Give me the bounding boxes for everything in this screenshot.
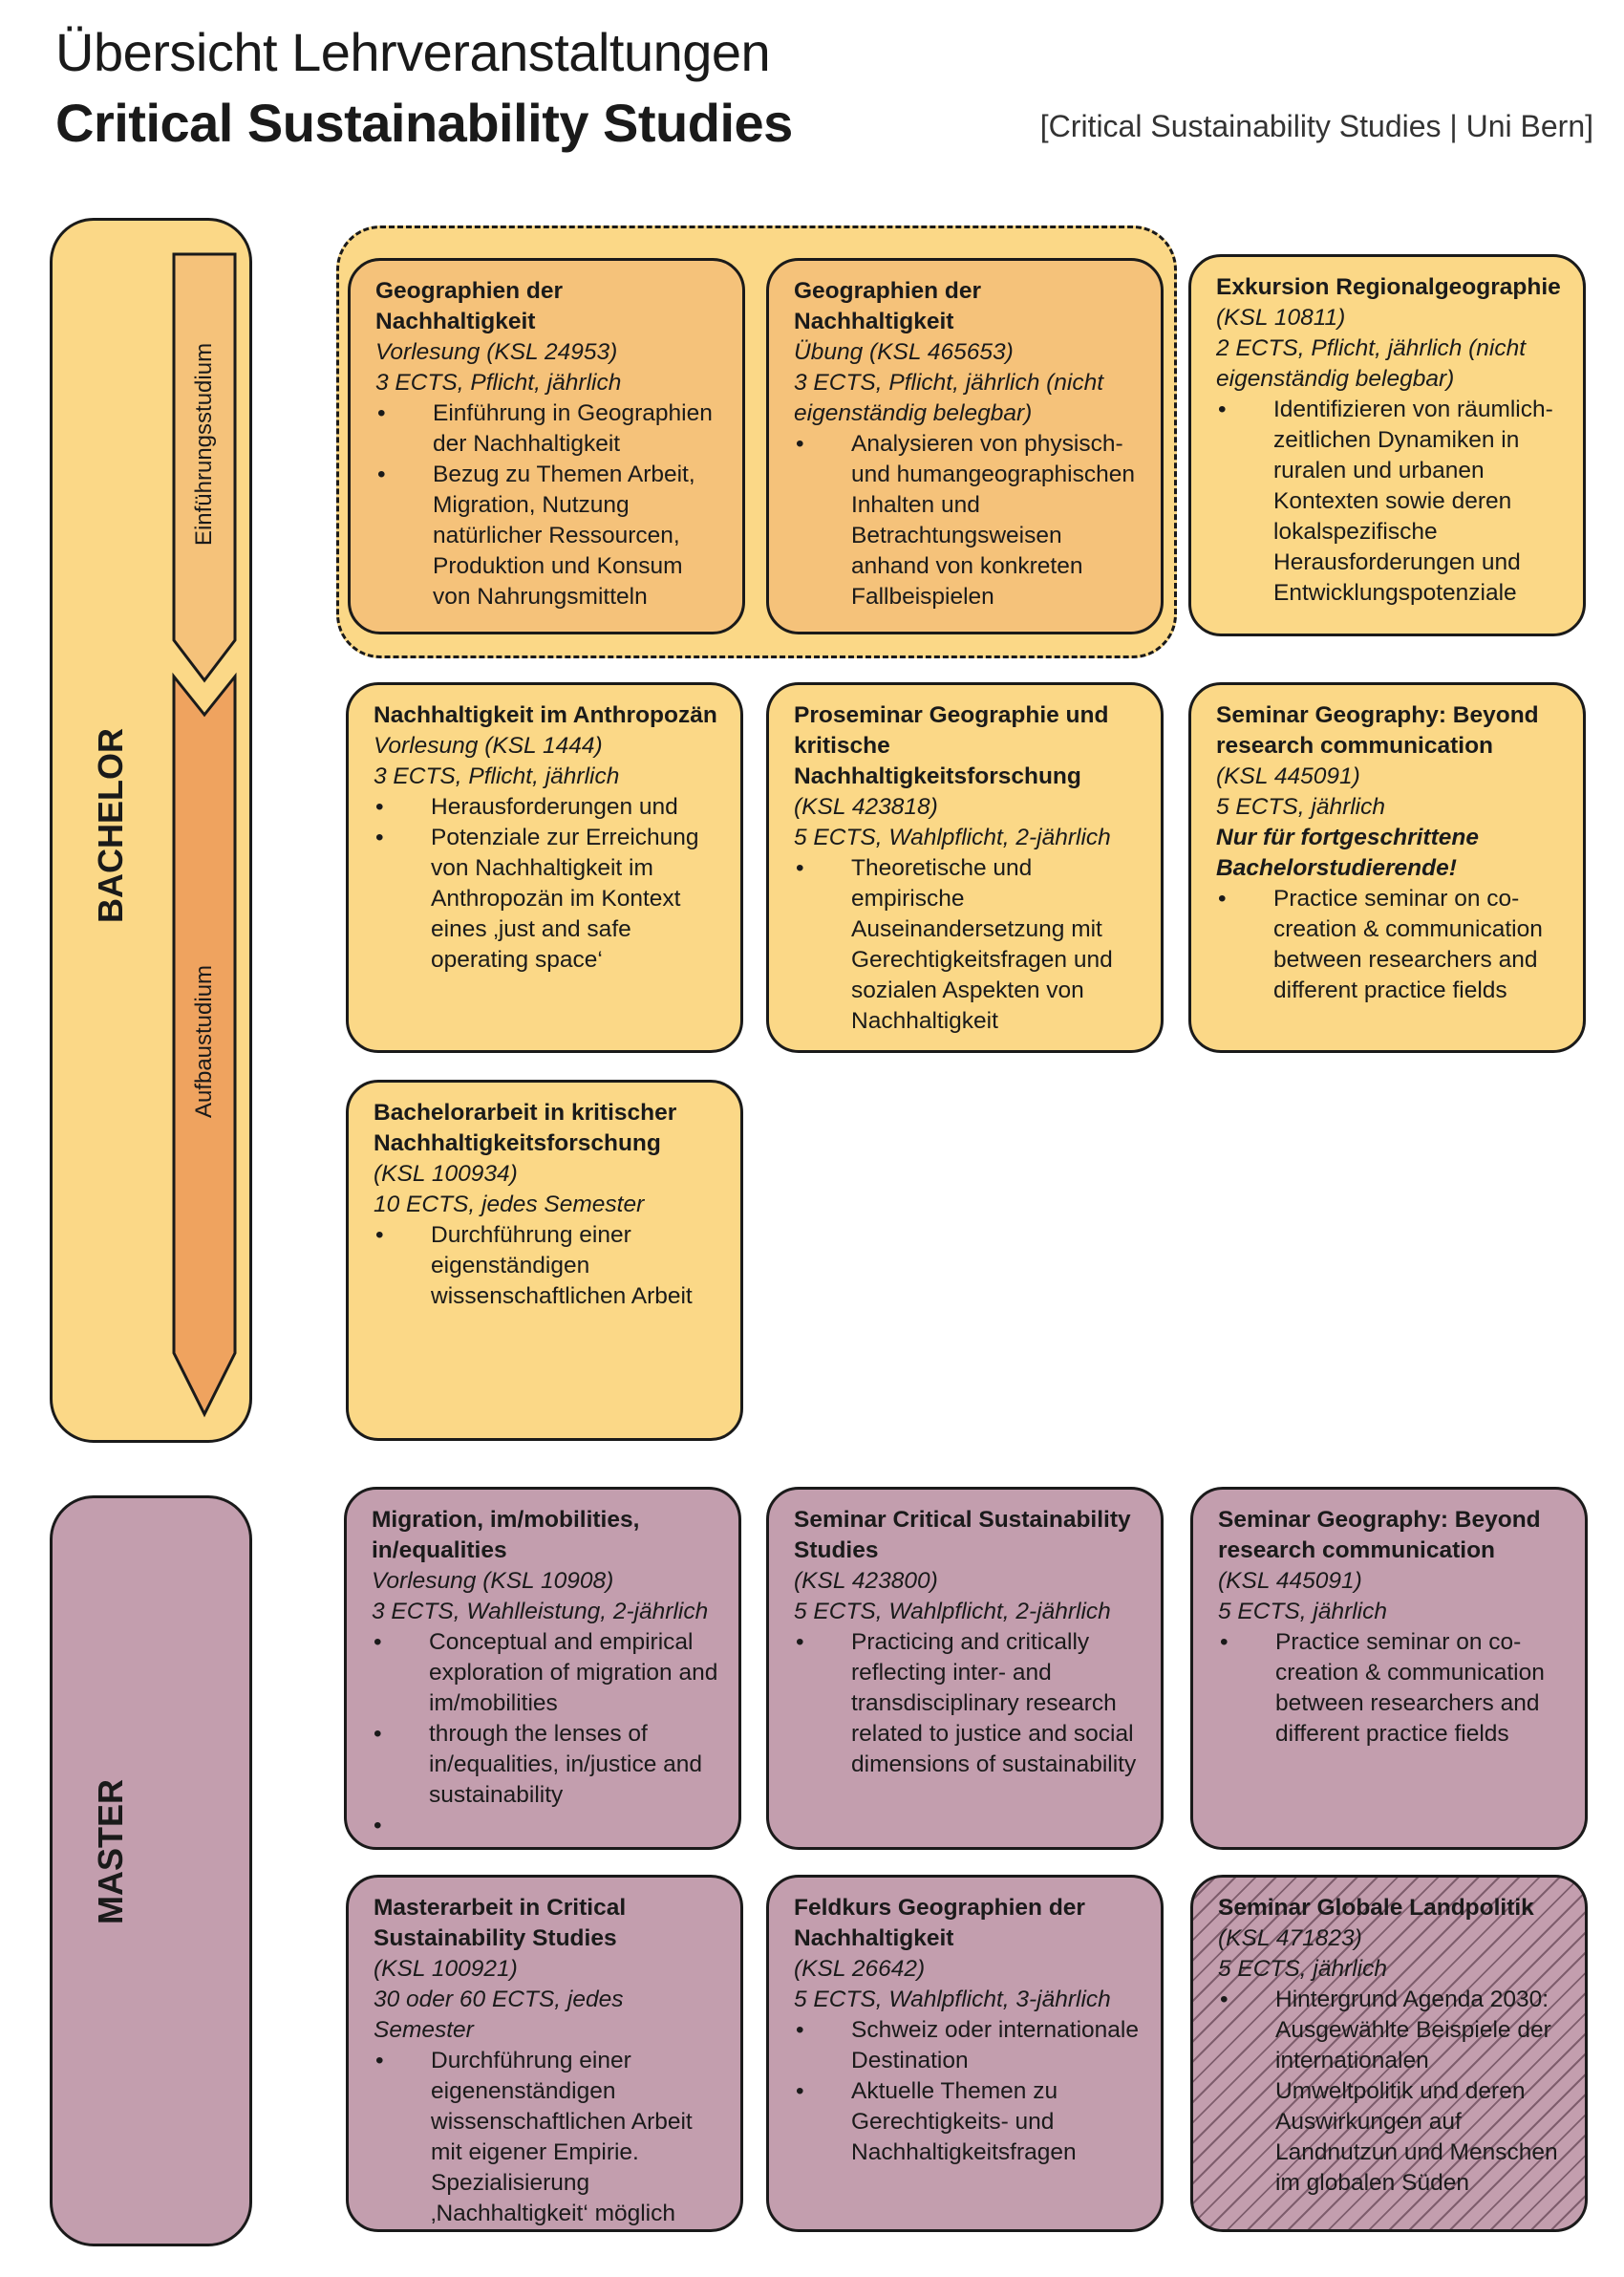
course-meta: Vorlesung (KSL 10908) bbox=[372, 1568, 614, 1594]
course-bullet: Schweiz oder internationale Destination bbox=[794, 2015, 1142, 2076]
course-note: Nur für fortgeschrittene Bachelorstudier… bbox=[1216, 825, 1479, 881]
course-bullets: Durchführung einer eigenständigen wissen… bbox=[374, 1220, 721, 1312]
master-band bbox=[50, 1495, 252, 2246]
course-bullets: Identifizieren von räumlich-zeitlichen D… bbox=[1216, 395, 1564, 609]
course-meta: (KSL 471823) bbox=[1218, 1925, 1362, 1951]
course-bullet: Aktuelle Themen zu Gerechtigkeits- und N… bbox=[794, 2076, 1142, 2168]
course-meta: 5 ECTS, jährlich bbox=[1218, 1599, 1388, 1624]
course-bullets: Analysieren von physisch- und humangeogr… bbox=[794, 429, 1142, 612]
course-bullet: Durchführung einer eigenständigen wissen… bbox=[374, 1220, 721, 1312]
course-card: Masterarbeit in Critical Sustainability … bbox=[346, 1875, 743, 2232]
course-title: Migration, im/mobilities, in/equalities bbox=[372, 1507, 640, 1563]
course-meta: (KSL 100934) bbox=[374, 1161, 518, 1187]
course-meta: 5 ECTS, Wahlpflicht, 3-jährlich bbox=[794, 1987, 1111, 2012]
course-meta: 5 ECTS, jährlich bbox=[1216, 794, 1386, 820]
course-meta: 2 ECTS, Pflicht, jährlich (nicht eigenst… bbox=[1216, 335, 1527, 392]
course-meta: 3 ECTS, Wahlleistung, 2-jährlich bbox=[372, 1599, 709, 1624]
course-bullet: Practice seminar on co-creation & commun… bbox=[1216, 884, 1564, 1006]
course-bullets: Herausforderungen undPotenziale zur Erre… bbox=[374, 792, 721, 976]
course-meta: Vorlesung (KSL 24953) bbox=[375, 339, 618, 365]
course-meta: 3 ECTS, Pflicht, jährlich (nicht eigenst… bbox=[794, 370, 1104, 426]
course-card: Seminar Critical Sustainability Studies (… bbox=[766, 1487, 1164, 1850]
course-bullet: Theoretische und empirische Auseinanders… bbox=[794, 853, 1142, 1037]
course-bullets: Hintergrund Agenda 2030: Ausgewählte Bei… bbox=[1218, 1985, 1566, 2199]
course-bullet: Potenziale zur Erreichung von Nachhaltig… bbox=[374, 823, 721, 976]
course-meta: (KSL 445091) bbox=[1216, 763, 1360, 789]
course-card: Seminar Geography: Beyond research commu… bbox=[1188, 682, 1586, 1053]
page-title-line1: Übersicht Lehrveranstaltungen bbox=[55, 22, 771, 82]
course-card: Feldkurs Geographien der Nachhaltigkeit (… bbox=[766, 1875, 1164, 2232]
course-card: Seminar Globale Landpolitik (KSL 471823) 5… bbox=[1190, 1875, 1588, 2232]
course-title: Bachelorarbeit in kritischer Nachhaltigk… bbox=[374, 1100, 677, 1156]
course-bullet: through the lenses of in/equalities, in/… bbox=[372, 1719, 719, 1811]
course-meta: 5 ECTS, Wahlpflicht, 2-jährlich bbox=[794, 1599, 1111, 1624]
course-title: Seminar Globale Landpolitik bbox=[1218, 1895, 1534, 1921]
course-bullet: Bezug zu Themen Arbeit, Migration, Nutzu… bbox=[375, 460, 723, 612]
course-meta: Übung (KSL 465653) bbox=[794, 339, 1014, 365]
course-title: Geographien der Nachhaltigkeit bbox=[375, 278, 564, 334]
course-bullet bbox=[372, 1811, 719, 1841]
einfuehrung-arrow bbox=[172, 252, 237, 683]
course-bullets: Schweiz oder internationale DestinationA… bbox=[794, 2015, 1142, 2168]
course-meta: (KSL 445091) bbox=[1218, 1568, 1362, 1594]
course-bullet: Durchführung einer eigenenständigen wiss… bbox=[374, 2046, 721, 2229]
course-title: Feldkurs Geographien der Nachhaltigkeit bbox=[794, 1895, 1085, 1951]
course-bullets: Practicing and critically reflecting int… bbox=[794, 1627, 1142, 1780]
course-title: Exkursion Regionalgeographie bbox=[1216, 274, 1561, 300]
course-card: Bachelorarbeit in kritischer Nachhaltigk… bbox=[346, 1080, 743, 1441]
course-bullet: Identifizieren von räumlich-zeitlichen D… bbox=[1216, 395, 1564, 609]
course-card: Seminar Geography: Beyond research commu… bbox=[1190, 1487, 1588, 1850]
course-meta: (KSL 423800) bbox=[794, 1568, 938, 1594]
course-meta: 3 ECTS, Pflicht, jährlich bbox=[375, 370, 622, 396]
aufbau-arrow bbox=[172, 672, 237, 1418]
source-label: [Critical Sustainability Studies | Uni B… bbox=[1039, 109, 1593, 143]
course-bullet: Analysieren von physisch- und humangeogr… bbox=[794, 429, 1142, 612]
aufbau-label: Aufbaustudium bbox=[191, 964, 217, 1119]
course-card: Proseminar Geographie und kritische Nach… bbox=[766, 682, 1164, 1053]
course-bullets: Practice seminar on co-creation & commun… bbox=[1216, 884, 1564, 1006]
page-title-line2: Critical Sustainability Studies bbox=[55, 93, 793, 153]
master-label: MASTER bbox=[91, 1779, 130, 1924]
course-bullet: Conceptual and empirical exploration of … bbox=[372, 1627, 719, 1719]
course-bullet: Practice seminar on co-creation & commun… bbox=[1218, 1627, 1566, 1750]
course-meta: (KSL 10811) bbox=[1216, 305, 1346, 331]
course-bullet: Practicing and critically reflecting int… bbox=[794, 1627, 1142, 1780]
course-title: Seminar Critical Sustainability Studies bbox=[794, 1507, 1131, 1563]
course-title: Seminar Geography: Beyond research commu… bbox=[1216, 702, 1539, 759]
course-bullets: Conceptual and empirical exploration of … bbox=[372, 1627, 719, 1841]
course-meta: 3 ECTS, Pflicht, jährlich bbox=[374, 763, 620, 789]
course-title: Masterarbeit in Critical Sustainability … bbox=[374, 1895, 627, 1951]
course-meta: 10 ECTS, jedes Semester bbox=[374, 1192, 645, 1217]
course-meta: (KSL 100921) bbox=[374, 1956, 518, 1982]
bachelor-label: BACHELOR bbox=[91, 728, 130, 923]
course-meta: 30 oder 60 ECTS, jedes Semester bbox=[374, 1987, 624, 2043]
course-meta: (KSL 26642) bbox=[794, 1956, 926, 1982]
course-meta: 5 ECTS, jährlich bbox=[1218, 1956, 1388, 1982]
course-bullets: Einführung in Geographien der Nachhaltig… bbox=[375, 398, 723, 612]
course-bullets: Theoretische und empirische Auseinanders… bbox=[794, 853, 1142, 1037]
course-title: Proseminar Geographie und kritische Nach… bbox=[794, 702, 1109, 789]
course-bullet: Hintergrund Agenda 2030: Ausgewählte Bei… bbox=[1218, 1985, 1566, 2199]
course-title: Nachhaltigkeit im Anthropozän bbox=[374, 702, 717, 728]
course-bullet: Herausforderungen und bbox=[374, 792, 721, 823]
course-bullets: Durchführung einer eigenenständigen wiss… bbox=[374, 2046, 721, 2229]
course-bullets: Practice seminar on co-creation & commun… bbox=[1218, 1627, 1566, 1750]
course-title: Geographien der Nachhaltigkeit bbox=[794, 278, 982, 334]
einfuehrung-label: Einführungsstudium bbox=[191, 342, 217, 547]
course-title: Seminar Geography: Beyond research commu… bbox=[1218, 1507, 1541, 1563]
course-meta: Vorlesung (KSL 1444) bbox=[374, 733, 603, 759]
course-card: Exkursion Regionalgeographie (KSL 10811) 2… bbox=[1188, 254, 1586, 636]
course-bullet: Einführung in Geographien der Nachhaltig… bbox=[375, 398, 723, 460]
course-meta: (KSL 423818) bbox=[794, 794, 938, 820]
course-meta: 5 ECTS, Wahlpflicht, 2-jährlich bbox=[794, 825, 1111, 850]
